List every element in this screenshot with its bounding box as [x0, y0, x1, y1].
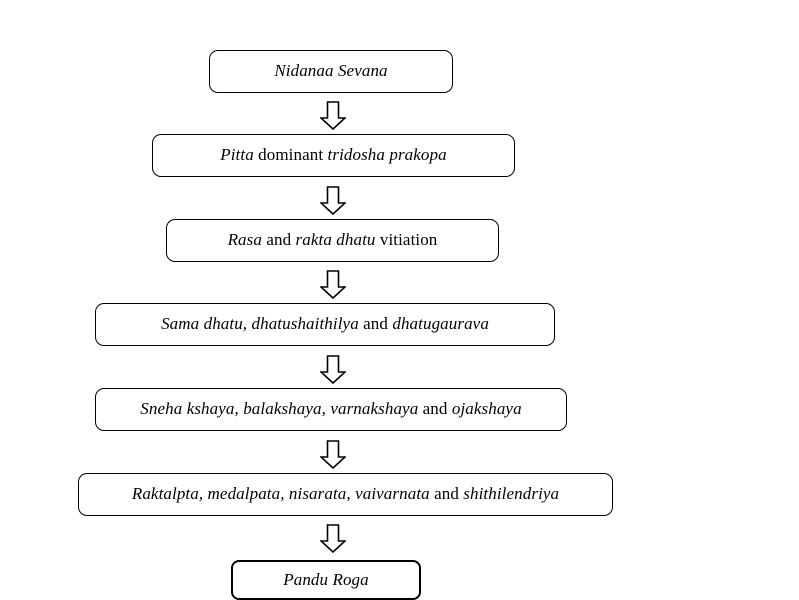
flow-box-raktalpta-medalpata-nisarata-vaivarnata-shithilendriya: Raktalpta, medalpata, nisarata, vaivarna…	[78, 473, 613, 516]
flow-box-label: Raktalpta, medalpata, nisarata, vaivarna…	[131, 484, 560, 504]
label-segment: tridosha prakopa	[327, 145, 447, 165]
down-arrow-icon	[320, 524, 346, 553]
label-segment: shithilendriya	[463, 484, 560, 504]
label-segment: Pitta	[220, 145, 254, 165]
flow-box-pandu-roga: Pandu Roga	[231, 560, 421, 600]
flow-box-pitta-dominant-tridosha-prakopa: Pitta dominant tridosha prakopa	[152, 134, 515, 177]
label-segment: Raktalpta, medalpata, nisarata, vaivarna…	[131, 484, 430, 504]
label-segment: and	[358, 314, 393, 334]
flow-box-label: Pitta dominant tridosha prakopa	[220, 145, 447, 165]
label-segment: rakta dhatu	[295, 230, 376, 250]
flow-box-label: Sneha kshaya, balakshaya, varnakshaya an…	[140, 399, 522, 419]
flow-box-label: Rasa and rakta dhatu vitiation	[227, 230, 438, 250]
flow-box-sneha-balakshaya-varnakshaya-ojakshaya: Sneha kshaya, balakshaya, varnakshaya an…	[95, 388, 567, 431]
flow-box-label: Nidanaa Sevana	[274, 61, 388, 81]
down-arrow-icon	[320, 440, 346, 469]
label-segment: Sama dhatu, dhatushaithilya	[161, 314, 359, 334]
flow-box-nidanaa-sevana: Nidanaa Sevana	[209, 50, 453, 93]
label-segment: and	[418, 399, 452, 419]
down-arrow-icon	[320, 101, 346, 130]
label-segment: Nidanaa Sevana	[274, 61, 388, 81]
down-arrow-icon	[320, 355, 346, 384]
label-segment: and	[261, 230, 296, 250]
flow-box-rasa-rakta-dhatu-vitiation: Rasa and rakta dhatu vitiation	[166, 219, 499, 262]
down-arrow-icon	[320, 270, 346, 299]
label-segment: dhatugaurava	[392, 314, 489, 334]
label-segment: dominant	[253, 145, 328, 165]
flow-box-label: Pandu Roga	[283, 569, 369, 590]
down-arrow-icon	[320, 186, 346, 215]
label-segment: vitiation	[375, 230, 438, 250]
flow-box-label: Sama dhatu, dhatushaithilya and dhatugau…	[161, 314, 489, 334]
label-segment: Pandu Roga	[283, 569, 369, 589]
label-segment: ojakshaya	[451, 399, 522, 419]
flow-box-sama-dhatu-dhatushaithilya-dhatugaurava: Sama dhatu, dhatushaithilya and dhatugau…	[95, 303, 555, 346]
label-segment: and	[429, 484, 464, 504]
label-segment: Sneha kshaya, balakshaya, varnakshaya	[140, 399, 419, 419]
label-segment: Rasa	[227, 230, 262, 250]
